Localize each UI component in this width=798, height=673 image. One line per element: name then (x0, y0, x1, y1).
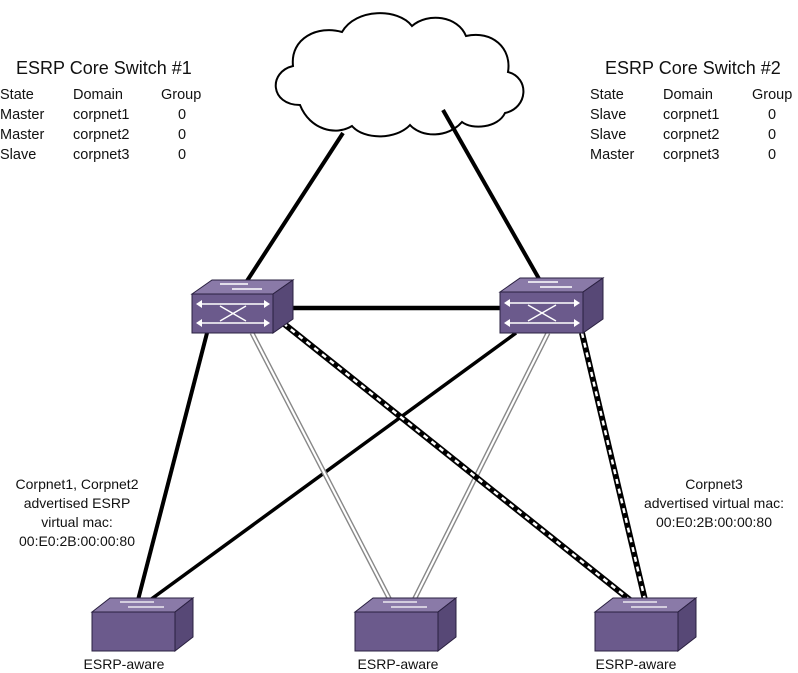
state-cell: Master (590, 147, 635, 163)
annotation-line: Corpnet1, Corpnet2 (15, 476, 139, 492)
annotation-line: 00:E0:2B:00:00:80 (19, 533, 135, 549)
core-switch-1-title: ESRP Core Switch #1 (16, 58, 192, 78)
core-switch-1 (190, 279, 295, 334)
annotation-line: Corpnet3 (685, 476, 743, 492)
link-core2-edge1 (148, 331, 518, 602)
link-cloud-core2 (441, 109, 544, 285)
core-switch-2-table: State Domain Group Slave corpnet1 0 Slav… (590, 85, 795, 165)
core-switch-2 (498, 277, 605, 334)
annotation-line: advertised virtual mac: (643, 495, 785, 511)
link-core1-edge1 (136, 332, 209, 601)
group-cell: 0 (178, 147, 187, 163)
group-cell: 0 (178, 127, 187, 143)
link-cloud-core1 (241, 131, 345, 289)
group-cell: 0 (768, 127, 777, 143)
table-header-row: State Domain Group (0, 85, 220, 105)
group-cell: 0 (768, 107, 777, 123)
domain-cell: corpnet1 (663, 107, 720, 123)
header-group: Group (752, 87, 793, 103)
annotation-line: virtual mac: (41, 514, 113, 530)
edge-switch-1-label: ESRP-aware (83, 656, 165, 672)
edge-switch-2 (353, 596, 458, 653)
table-row: Slave corpnet1 0 (590, 105, 795, 125)
link-core2-edge3 (579, 332, 648, 601)
table-row: Master corpnet2 0 (0, 125, 220, 145)
edge-switch-2-label: ESRP-aware (357, 656, 439, 672)
state-cell: Master (0, 107, 45, 123)
annotation-corpnet3: Corpnet3 advertised virtual mac: 00:E0:2… (630, 475, 798, 532)
table-row: Master corpnet3 0 (590, 145, 795, 165)
table-row: Slave corpnet3 0 (0, 145, 220, 165)
state-cell: Slave (590, 107, 627, 123)
core-switch-2-title: ESRP Core Switch #2 (605, 58, 781, 78)
link-core1-edge3 (281, 320, 632, 603)
header-domain: Domain (73, 87, 123, 103)
domain-cell: corpnet3 (663, 147, 720, 163)
header-group: Group (161, 87, 202, 103)
table-row: Master corpnet1 0 (0, 105, 220, 125)
state-cell: Slave (0, 147, 37, 163)
edge-switch-3-label: ESRP-aware (595, 656, 677, 672)
edge-switch-1 (90, 596, 195, 653)
annotation-corpnet1-corpnet2: Corpnet1, Corpnet2 advertised ESRP virtu… (2, 475, 152, 551)
header-domain: Domain (663, 87, 713, 103)
domain-cell: corpnet2 (663, 127, 720, 143)
link-core1-edge2 (249, 331, 393, 602)
domain-cell: corpnet1 (73, 107, 130, 123)
table-row: Slave corpnet2 0 (590, 125, 795, 145)
group-cell: 0 (768, 147, 777, 163)
annotation-line: advertised ESRP (23, 495, 131, 511)
annotation-line: 00:E0:2B:00:00:80 (656, 514, 772, 530)
edge-switch-3 (593, 596, 698, 653)
link-core2-edge2 (411, 331, 551, 602)
core-switch-1-table: State Domain Group Master corpnet1 0 Mas… (0, 85, 220, 165)
header-state: State (0, 87, 34, 103)
state-cell: Slave (590, 127, 627, 143)
domain-cell: corpnet3 (73, 147, 130, 163)
table-header-row: State Domain Group (590, 85, 795, 105)
group-cell: 0 (178, 107, 187, 123)
header-state: State (590, 87, 624, 103)
domain-cell: corpnet2 (73, 127, 130, 143)
state-cell: Master (0, 127, 45, 143)
network-cloud (274, 12, 525, 138)
